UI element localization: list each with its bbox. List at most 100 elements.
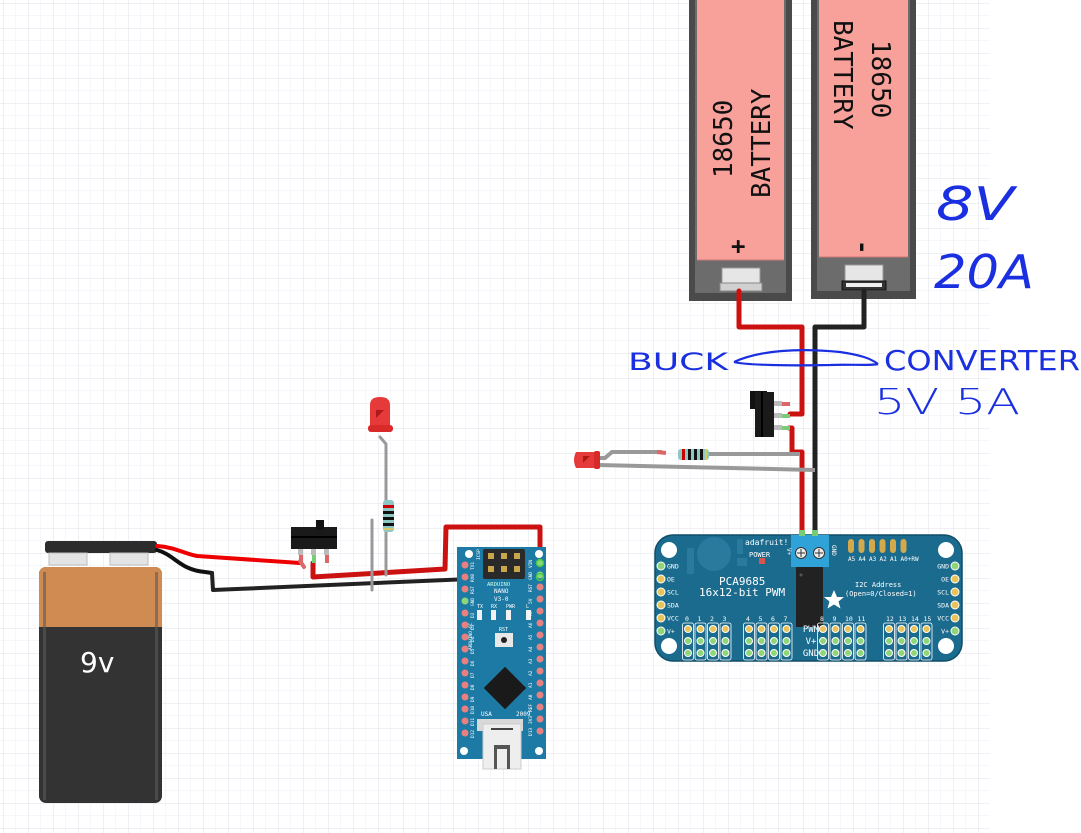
- servo-pin[interactable]: [844, 625, 852, 633]
- servo-pin[interactable]: [745, 625, 753, 633]
- nano-pin-right[interactable]: [536, 607, 544, 615]
- servo-pin[interactable]: [721, 649, 730, 657]
- servo-pin[interactable]: [745, 649, 753, 657]
- servo-pin[interactable]: [885, 637, 893, 645]
- nano-pin-left[interactable]: [461, 597, 469, 605]
- nano-pin-left[interactable]: [461, 621, 469, 629]
- nano-pin-left[interactable]: [461, 561, 469, 569]
- nano-pin-right[interactable]: [536, 619, 544, 627]
- side-pin-right[interactable]: [950, 626, 960, 636]
- nano-pin-right[interactable]: [536, 667, 544, 675]
- side-pin-right[interactable]: [950, 574, 960, 584]
- servo-pin[interactable]: [831, 649, 840, 657]
- servo-pin[interactable]: [757, 637, 766, 645]
- address-pad[interactable]: [879, 539, 886, 553]
- servo-pin[interactable]: [709, 649, 717, 657]
- led-right-circuit[interactable]: [574, 449, 816, 472]
- servo-pin[interactable]: [684, 625, 692, 633]
- address-pad[interactable]: [900, 539, 907, 553]
- nano-pin-left[interactable]: [461, 657, 469, 665]
- nano-pin-right[interactable]: [536, 583, 544, 591]
- nano-pin-left[interactable]: [461, 573, 469, 581]
- battery-9v[interactable]: 9v: [39, 541, 162, 803]
- servo-pin[interactable]: [910, 637, 918, 645]
- servo-pin[interactable]: [910, 625, 918, 633]
- side-pin-left[interactable]: [656, 626, 666, 636]
- servo-pin[interactable]: [782, 637, 791, 645]
- servo-pin[interactable]: [844, 637, 852, 645]
- servo-pin[interactable]: [897, 637, 906, 645]
- servo-pin[interactable]: [684, 649, 692, 657]
- servo-pin[interactable]: [757, 625, 766, 633]
- nano-pin-right[interactable]: [536, 655, 544, 663]
- side-pin-left[interactable]: [656, 613, 666, 623]
- servo-pin[interactable]: [709, 637, 717, 645]
- battery-18650-right[interactable]: 18650 BATTERY -: [811, 0, 916, 299]
- address-pad[interactable]: [848, 539, 854, 553]
- nano-pin-left[interactable]: [461, 669, 469, 677]
- servo-pin[interactable]: [782, 649, 791, 657]
- nano-pin-left[interactable]: [461, 717, 469, 725]
- servo-pin[interactable]: [757, 649, 766, 657]
- nano-pin-left[interactable]: [461, 693, 469, 701]
- servo-pin[interactable]: [856, 637, 865, 645]
- servo-pin[interactable]: [709, 625, 717, 633]
- side-pin-right[interactable]: [950, 600, 960, 610]
- nano-pin-left[interactable]: [461, 645, 469, 653]
- side-pin-right[interactable]: [950, 561, 960, 571]
- servo-pin[interactable]: [856, 649, 865, 657]
- servo-pin[interactable]: [844, 649, 852, 657]
- servo-pin[interactable]: [819, 649, 827, 657]
- servo-pin[interactable]: [819, 625, 827, 633]
- servo-pin[interactable]: [856, 625, 865, 633]
- side-pin-left[interactable]: [656, 574, 666, 584]
- servo-pin[interactable]: [770, 625, 778, 633]
- slide-switch-left[interactable]: [291, 520, 337, 563]
- nano-pin-right[interactable]: [536, 703, 544, 711]
- nano-pin-left[interactable]: [461, 681, 469, 689]
- servo-pin[interactable]: [721, 625, 730, 633]
- nano-pin-right[interactable]: [536, 691, 544, 699]
- resistor-left[interactable]: [383, 500, 394, 532]
- nano-pin-right[interactable]: [536, 559, 544, 567]
- nano-pin-right[interactable]: [536, 643, 544, 651]
- servo-pin[interactable]: [782, 625, 791, 633]
- nano-pin-right[interactable]: [536, 727, 544, 735]
- nano-pin-left[interactable]: [461, 633, 469, 641]
- resistor-right[interactable]: [678, 449, 709, 460]
- nano-pin-left[interactable]: [461, 705, 469, 713]
- servo-pin[interactable]: [885, 649, 893, 657]
- servo-pin[interactable]: [831, 625, 840, 633]
- servo-pin[interactable]: [696, 649, 705, 657]
- side-pin-left[interactable]: [656, 561, 666, 571]
- address-pad[interactable]: [869, 539, 875, 553]
- servo-pin[interactable]: [831, 637, 840, 645]
- side-pin-left[interactable]: [656, 587, 666, 597]
- servo-pin[interactable]: [922, 625, 931, 633]
- led-left[interactable]: [368, 397, 393, 432]
- servo-pin[interactable]: [721, 637, 730, 645]
- servo-pin[interactable]: [696, 637, 705, 645]
- servo-pin[interactable]: [819, 637, 827, 645]
- servo-pin[interactable]: [745, 637, 753, 645]
- mini-usb-connector[interactable]: [477, 719, 523, 770]
- pca9685-board[interactable]: adafruit! POWER V+ GND PCA9685 16x12-bit…: [654, 534, 963, 662]
- servo-pin[interactable]: [684, 637, 692, 645]
- servo-pin[interactable]: [922, 649, 931, 657]
- address-pad[interactable]: [858, 539, 865, 553]
- nano-pin-right[interactable]: [536, 715, 544, 723]
- servo-pin[interactable]: [897, 649, 906, 657]
- servo-pin[interactable]: [922, 637, 931, 645]
- servo-pin[interactable]: [910, 649, 918, 657]
- led-right[interactable]: [574, 451, 600, 469]
- power-terminal-block[interactable]: V+ GND: [785, 535, 837, 567]
- nano-pin-left[interactable]: [461, 609, 469, 617]
- battery-18650-left[interactable]: 18650 BATTERY +: [689, 0, 792, 301]
- slide-switch-right[interactable]: [750, 391, 790, 437]
- nano-pin-left[interactable]: [461, 729, 469, 737]
- side-pin-left[interactable]: [656, 600, 666, 610]
- nano-pin-right[interactable]: [536, 679, 544, 687]
- servo-pin[interactable]: [897, 625, 906, 633]
- nano-pin-right[interactable]: [536, 631, 544, 639]
